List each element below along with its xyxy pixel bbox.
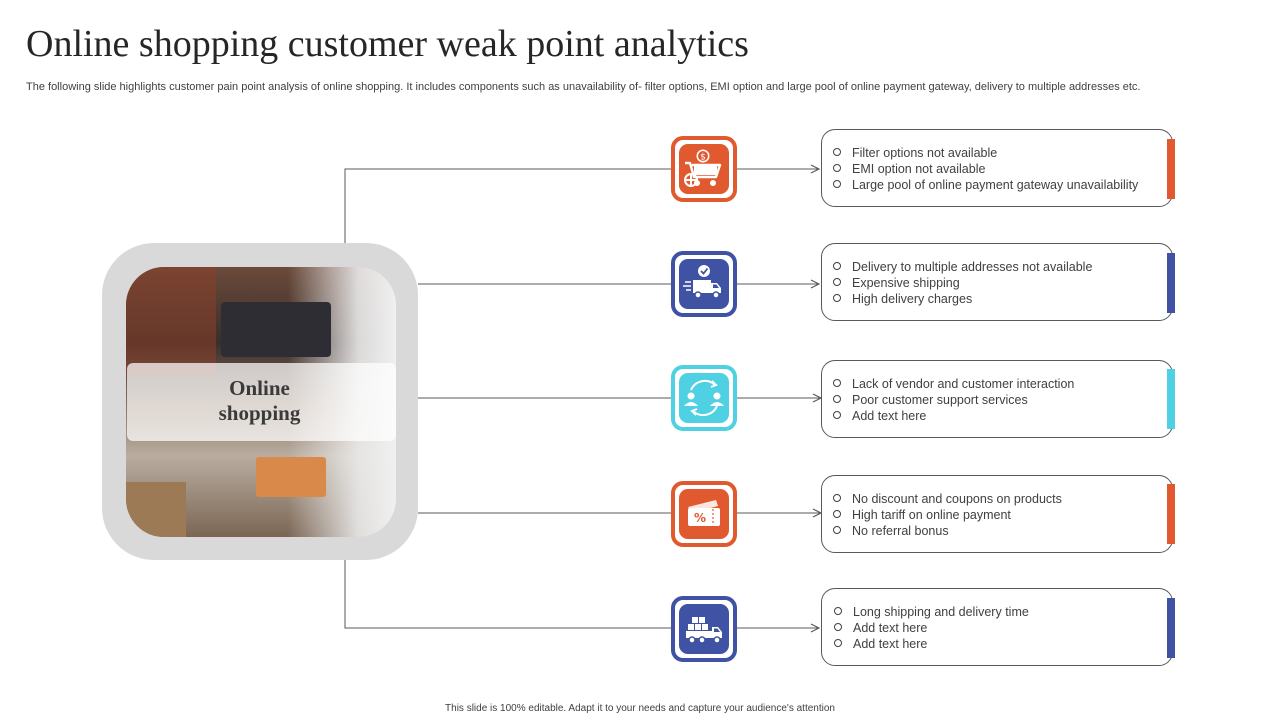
delivery-truck-check-icon: [683, 265, 721, 299]
page-subtitle: The following slide highlights customer …: [26, 81, 1141, 93]
list-item: No discount and coupons on products: [833, 491, 1062, 507]
connector-spine-top: [344, 168, 671, 243]
list-item: Delivery to multiple addresses not avail…: [833, 259, 1092, 275]
list-item: Add text here: [834, 636, 1029, 652]
pain-point-list-2: Delivery to multiple addresses not avail…: [833, 259, 1092, 307]
pain-point-card-3: Lack of vendor and customer interaction …: [821, 360, 1173, 438]
shopping-cart-dollar-icon: $: [684, 149, 722, 187]
list-item: Expensive shipping: [833, 275, 1092, 291]
list-item: No referral bonus: [833, 523, 1062, 539]
shipping-truck-boxes-icon: [686, 617, 722, 644]
icon-tile-4: %: [671, 481, 737, 547]
pain-point-card-4: No discount and coupons on products High…: [821, 475, 1173, 553]
accent-bar-5: [1167, 598, 1175, 658]
pain-point-card-1: Filter options not available EMI option …: [821, 129, 1173, 207]
hub-label-panel: [127, 363, 396, 441]
pain-point-card-2: Delivery to multiple addresses not avail…: [821, 243, 1173, 321]
list-item: EMI option not available: [833, 161, 1138, 177]
discount-coupon-icon: %: [688, 500, 720, 526]
list-item: High delivery charges: [833, 291, 1092, 307]
customer-interaction-icon: [684, 380, 724, 416]
list-item: Lack of vendor and customer interaction: [833, 376, 1074, 392]
hub-label: Online shopping: [218, 376, 301, 425]
icon-tile-2: [671, 251, 737, 317]
list-item: Poor customer support services: [833, 392, 1074, 408]
svg-text:%: %: [694, 511, 706, 525]
list-item: Large pool of online payment gateway una…: [833, 177, 1138, 193]
pain-point-list-1: Filter options not available EMI option …: [833, 145, 1138, 193]
list-item: Add text here: [833, 408, 1074, 424]
list-item: Long shipping and delivery time: [834, 604, 1029, 620]
svg-text:$: $: [700, 153, 706, 163]
accent-bar-3: [1167, 369, 1175, 429]
footer-note: This slide is 100% editable. Adapt it to…: [445, 703, 835, 714]
accent-bar-4: [1167, 484, 1175, 544]
list-item: Add text here: [834, 620, 1029, 636]
pain-point-list-3: Lack of vendor and customer interaction …: [833, 376, 1074, 424]
accent-bar-2: [1167, 253, 1175, 313]
page-title: Online shopping customer weak point anal…: [26, 23, 749, 65]
pain-point-list-4: No discount and coupons on products High…: [833, 491, 1062, 539]
icon-tile-1: $: [671, 136, 737, 202]
icon-tile-3: [671, 365, 737, 431]
accent-bar-1: [1167, 139, 1175, 199]
pain-point-list-5: Long shipping and delivery time Add text…: [834, 604, 1029, 652]
list-item: High tariff on online payment: [833, 507, 1062, 523]
connector-spine-bottom: [344, 560, 671, 629]
list-item: Filter options not available: [833, 145, 1138, 161]
pain-point-card-5: Long shipping and delivery time Add text…: [821, 588, 1173, 666]
icon-tile-5: [671, 596, 737, 662]
